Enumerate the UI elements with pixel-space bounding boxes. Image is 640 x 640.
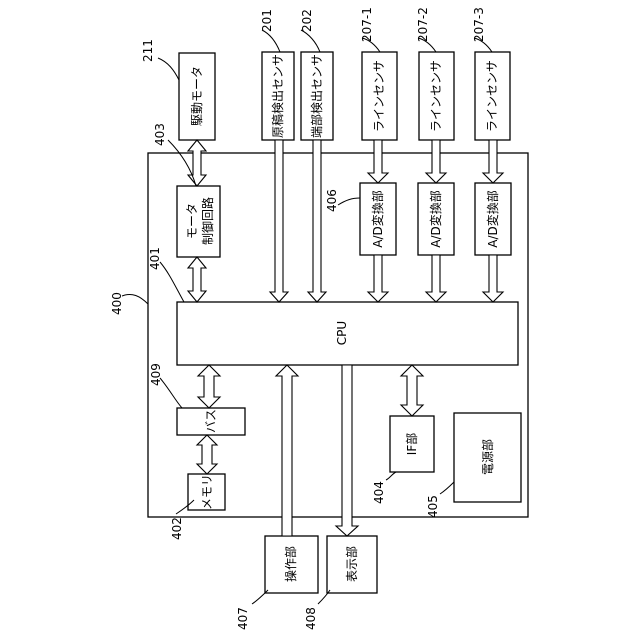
- leader-211: [158, 58, 179, 80]
- arrow-line-sensor-3-ad: [483, 140, 503, 183]
- motor-control-label-1: モータ: [185, 203, 199, 239]
- ref-402: 402: [170, 517, 184, 540]
- ref-408: 408: [304, 607, 318, 630]
- bus-label: バス: [204, 409, 218, 433]
- arrow-line-sensor-1-ad: [368, 140, 388, 183]
- line-sensor-2-label: ラインセンサ: [429, 60, 443, 132]
- ref-404: 404: [372, 481, 386, 504]
- arrow-ad-2-cpu: [426, 255, 446, 302]
- ad-converter-3-label: A/D変換部: [485, 190, 500, 248]
- ad-converter-3-block: A/D変換部: [475, 183, 511, 255]
- ref-400: 400: [110, 292, 124, 315]
- edge-sensor-label: 端部検出センサ: [309, 54, 324, 138]
- drive-motor-label: 駆動モータ: [190, 66, 204, 126]
- motor-control-block: モータ 制御回路: [177, 186, 220, 257]
- line-sensor-1-label: ラインセンサ: [372, 60, 386, 132]
- leader-407: [252, 590, 268, 604]
- original-sensor-block: 原稿検出センサ: [262, 52, 294, 140]
- ad-converter-1-label: A/D変換部: [370, 190, 385, 248]
- arrow-edge-sensor-cpu: [308, 140, 326, 302]
- cpu-block: CPU: [177, 302, 518, 365]
- leader-404: [386, 472, 396, 480]
- motor-control-label-2: 制御回路: [200, 197, 215, 245]
- if-unit-block: IF部: [390, 416, 434, 472]
- leader-408: [318, 590, 330, 604]
- bus-block: バス: [177, 408, 245, 435]
- ref-207-2: 207-2: [416, 7, 430, 42]
- ref-207-3: 207-3: [472, 7, 486, 42]
- if-unit-label: IF部: [404, 433, 419, 455]
- ad-converter-2-label: A/D変換部: [428, 190, 443, 248]
- leader-401: [160, 262, 184, 302]
- ref-201: 201: [260, 9, 274, 32]
- arrow-cpu-bus: [198, 365, 220, 408]
- arrow-motor-drive: [188, 140, 206, 186]
- line-sensor-3-label: ラインセンサ: [485, 60, 499, 132]
- leader-405: [440, 482, 454, 494]
- ad-converter-2-block: A/D変換部: [418, 183, 454, 255]
- line-sensor-2-block: ラインセンサ: [419, 52, 454, 140]
- ref-406: 406: [325, 189, 339, 212]
- cpu-label: CPU: [335, 321, 349, 345]
- arrow-bus-memory: [197, 435, 217, 474]
- ref-409: 409: [149, 363, 163, 386]
- arrow-original-sensor-cpu: [270, 140, 288, 302]
- drive-motor-block: 駆動モータ: [179, 53, 215, 140]
- power-unit-label: 電源部: [480, 439, 495, 475]
- ad-converter-1-block: A/D変換部: [360, 183, 396, 255]
- arrow-cpu-display: [336, 365, 358, 536]
- display-unit-label: 表示部: [344, 546, 359, 582]
- operation-unit-block: 操作部: [265, 536, 318, 593]
- original-sensor-label: 原稿検出センサ: [270, 54, 285, 138]
- leader-202: [301, 30, 320, 52]
- arrow-cpu-if: [401, 365, 423, 416]
- ref-401: 401: [148, 247, 162, 270]
- arrow-motor-cpu: [188, 257, 206, 302]
- ref-211: 211: [141, 39, 155, 62]
- ref-403: 403: [153, 123, 167, 146]
- ref-405: 405: [426, 495, 440, 518]
- arrow-operation-cpu: [276, 365, 298, 536]
- memory-label: メモリ: [200, 474, 214, 510]
- arrow-ad-3-cpu: [483, 255, 503, 302]
- ref-407: 407: [236, 607, 250, 630]
- memory-block: メモリ: [188, 474, 225, 510]
- arrow-line-sensor-2-ad: [426, 140, 446, 183]
- leader-400: [122, 294, 148, 304]
- edge-sensor-block: 端部検出センサ: [301, 52, 333, 140]
- display-unit-block: 表示部: [327, 536, 377, 593]
- ref-202: 202: [300, 9, 314, 32]
- operation-unit-label: 操作部: [283, 546, 298, 582]
- line-sensor-1-block: ラインセンサ: [362, 52, 397, 140]
- ref-207-1: 207-1: [360, 7, 374, 42]
- leader-201: [262, 30, 280, 52]
- leader-409: [160, 378, 182, 408]
- power-unit-block: 電源部: [454, 413, 521, 502]
- line-sensor-3-block: ラインセンサ: [475, 52, 510, 140]
- arrow-ad-1-cpu: [368, 255, 388, 302]
- leader-406: [338, 198, 360, 205]
